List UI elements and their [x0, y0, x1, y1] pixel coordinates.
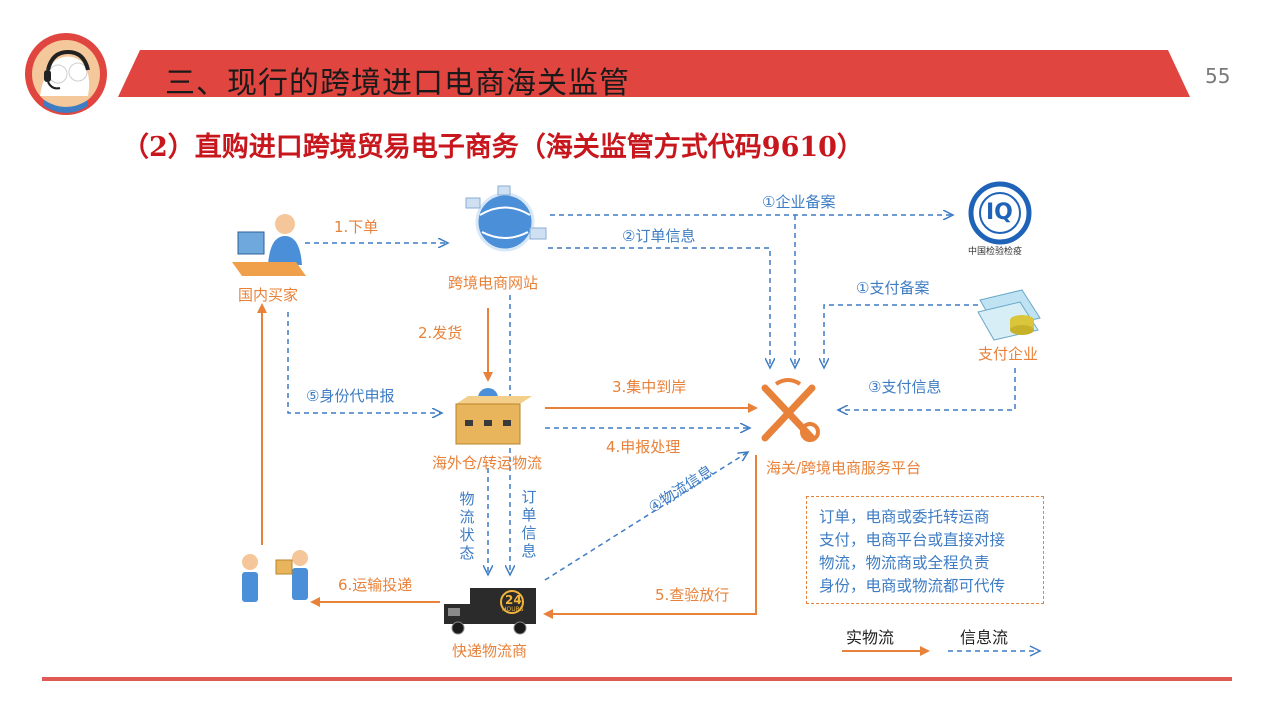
- arrow-payment-info: [838, 368, 1016, 410]
- legend-info-label: 信息流: [960, 628, 1009, 647]
- legend-lines: [842, 645, 1042, 657]
- node-website: 跨境电商网站: [448, 274, 539, 292]
- flow-arrive: 3.集中到岸: [612, 378, 687, 396]
- node-warehouse: 海外仓/转运物流: [432, 454, 543, 472]
- warehouse-box-icon: [455, 388, 532, 445]
- flow-logistics-status: 物流状态: [459, 490, 475, 562]
- flow-declare: 4.申报处理: [606, 438, 681, 456]
- flow-identity-declare: ⑤身份代申报: [306, 387, 395, 405]
- arrow-release: [543, 455, 757, 619]
- node-courier: 快递物流商: [452, 642, 528, 660]
- arrow-payment-filing: [824, 304, 978, 368]
- website-globe-icon: [465, 185, 547, 252]
- bottom-divider: [42, 677, 1232, 681]
- arrow-order-info: [548, 247, 770, 368]
- flow-order: 1.下单: [334, 218, 379, 236]
- title-banner: [118, 50, 1190, 97]
- delivery-people-icon: [242, 550, 308, 602]
- customer-service-logo-icon: [22, 30, 112, 115]
- customs-emblem-icon: [761, 378, 820, 442]
- arrow-identity-declare: [287, 312, 442, 413]
- node-buyer: 国内买家: [238, 286, 299, 304]
- flow-order-info: ②订单信息: [622, 227, 696, 245]
- node-customs: 海关/跨境电商服务平台: [766, 459, 922, 477]
- flow-release: 5.查验放行: [655, 586, 730, 604]
- note-line: 订单，电商或委托转运商: [819, 508, 990, 526]
- node-payment: 支付企业: [978, 345, 1039, 363]
- page-title: 三、现行的跨境进口电商海关监管: [165, 66, 630, 101]
- flow-deliver: 6.运输投递: [338, 576, 413, 594]
- flow-enterprise-filing: ①企业备案: [762, 193, 836, 211]
- buyer-icon: [232, 214, 306, 276]
- flow-payment-filing: ①支付备案: [856, 279, 930, 297]
- payment-enterprise-icon: [977, 289, 1041, 341]
- note-line: 物流，物流商或全程负责: [819, 554, 990, 572]
- ciq-logo-icon: [968, 181, 1032, 245]
- note-line: 身份，电商或物流都可代传: [819, 577, 1006, 595]
- flow-payment-info: ③支付信息: [868, 378, 942, 396]
- ciq-mark: IQ: [986, 200, 1013, 225]
- arrow-logistics-info: [544, 452, 748, 581]
- note-line: 支付，电商平台或直接对接: [819, 531, 1006, 549]
- flow-order-info-vertical: 订单信息: [521, 488, 537, 560]
- truck-sub: HOURS: [502, 606, 524, 613]
- legend-physical-label: 实物流: [846, 628, 895, 647]
- truck-mark: 24: [505, 593, 522, 607]
- notes-box: 订单，电商或委托转运商 支付，电商平台或直接对接 物流，物流商或全程负责 身份，…: [806, 496, 1044, 604]
- courier-truck-icon: [444, 588, 536, 635]
- ciq-caption: 中国检验检疫: [968, 247, 1023, 257]
- flow-ship: 2.发货: [418, 324, 463, 342]
- page-number: 55: [1205, 64, 1231, 88]
- section-subtitle: （2）直购进口跨境贸易电子商务（海关监管方式代码9610）: [122, 132, 864, 163]
